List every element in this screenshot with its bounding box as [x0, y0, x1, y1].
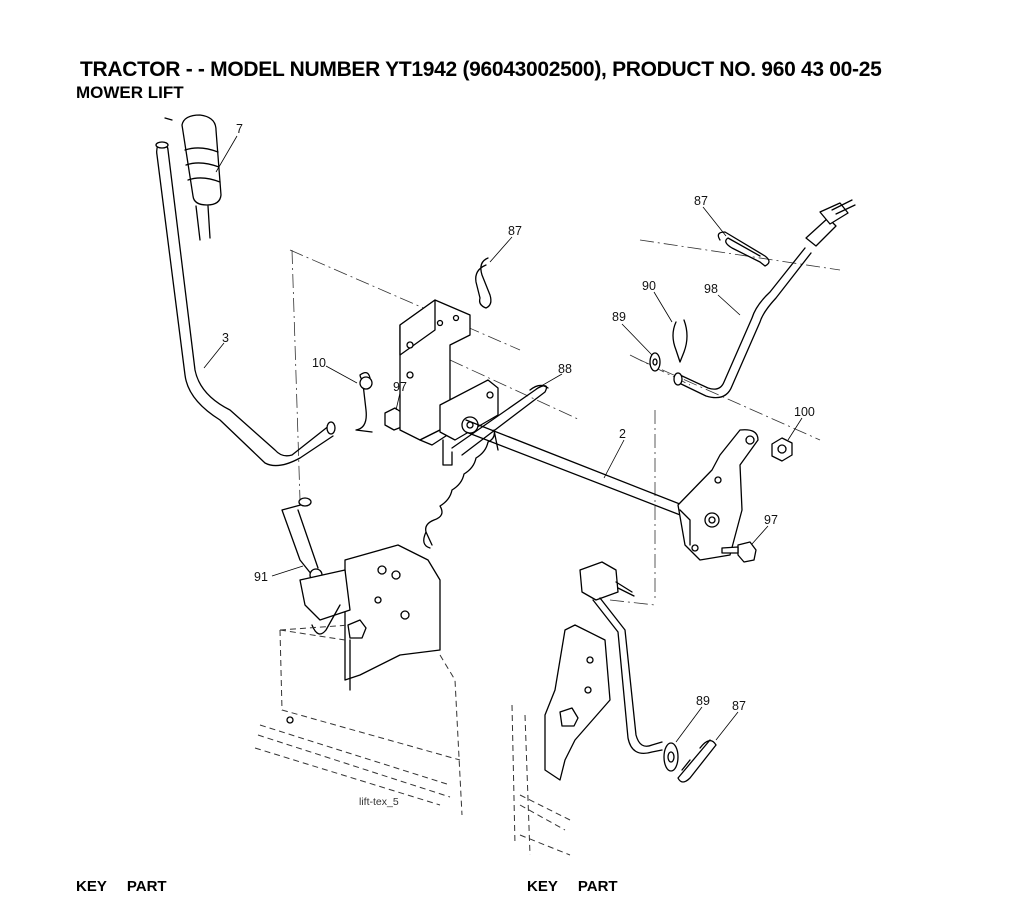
right-deck-bracket [544, 624, 611, 781]
parts-table-header-left: KEY PART [76, 878, 187, 894]
callout-89-bottom: 89 [696, 694, 710, 708]
callout-90: 90 [642, 279, 656, 293]
callout-97-left: 97 [393, 380, 407, 394]
part-91-lift-link [281, 497, 323, 582]
part-97-bolt-right [721, 541, 757, 563]
right-lift-arm [677, 429, 759, 561]
tension-spring [423, 429, 499, 549]
part-column-header: PART [126, 878, 167, 894]
page-title: TRACTOR - - MODEL NUMBER YT1942 (9604300… [80, 58, 882, 81]
callout-87-top: 87 [508, 224, 522, 238]
part-87-hairpin-clip-right [717, 231, 770, 267]
part-7-handle-grip [164, 114, 222, 241]
left-deck-phantom [254, 624, 463, 816]
left-deck-bracket [299, 544, 441, 691]
front-lift-rod [579, 561, 663, 755]
part-87-hairpin-clip-top [475, 257, 492, 309]
callout-97-right: 97 [764, 513, 778, 527]
callout-89-top: 89 [612, 310, 626, 324]
parts-table-header-right: KEY PART [527, 878, 638, 894]
page-subtitle: MOWER LIFT [76, 83, 184, 102]
key-column-header: KEY [527, 878, 558, 894]
upper-mounting-bracket [399, 299, 499, 466]
callout-91: 91 [254, 570, 268, 584]
center-lines [289, 239, 841, 606]
callout-100: 100 [794, 405, 815, 419]
part-98-adjustment-rod [673, 199, 856, 399]
callout-3: 3 [222, 331, 229, 345]
part-10-spring [355, 371, 373, 433]
callout-88: 88 [558, 362, 572, 376]
part-100-nut [771, 437, 793, 462]
right-deck-phantom [511, 704, 571, 856]
diagram-caption: lift-tex_5 [359, 796, 399, 808]
callout-87-bottom: 87 [732, 699, 746, 713]
callout-10: 10 [312, 356, 326, 370]
part-89-washer-top [649, 352, 661, 372]
callout-87-right: 87 [694, 194, 708, 208]
callout-2: 2 [619, 427, 626, 441]
callout-98: 98 [704, 282, 718, 296]
part-90-clip [672, 319, 688, 363]
callout-7: 7 [236, 122, 243, 136]
part-2-cross-shaft [465, 419, 691, 519]
part-87-hairpin-clip-bottom [677, 739, 717, 783]
part-89-washer-bottom [663, 742, 679, 772]
callout-leaders [203, 135, 803, 743]
part-3-lift-handle-rod [155, 141, 336, 467]
callout-labels: 7 3 10 97 87 88 87 90 98 89 2 100 97 91 … [222, 122, 815, 808]
part-column-header: PART [577, 878, 618, 894]
key-column-header: KEY [76, 878, 107, 894]
